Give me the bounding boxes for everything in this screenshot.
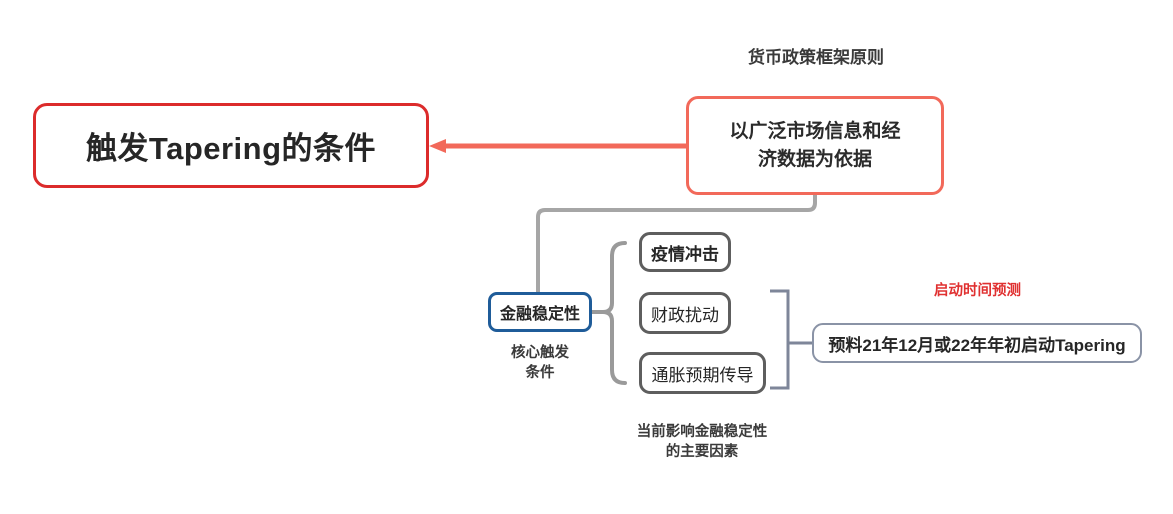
forecast-node[interactable]: 预料21年12月或22年年初启动Tapering [812,323,1142,363]
factor-node-fiscal-disturbance[interactable]: 财政扰动 [639,292,731,334]
bracket-factors-to-forecast [770,289,812,390]
principle-caption: 货币政策框架原则 [748,48,884,67]
financial-stability-caption: 核心触发 条件 [511,345,569,381]
factor-node-inflation-expectation[interactable]: 通胀预期传导 [639,352,766,394]
financial-stability-node[interactable]: 金融稳定性 [488,292,592,332]
root-node[interactable]: 触发Tapering的条件 [33,103,429,188]
connector-principle-to-root [429,139,686,153]
factor-node-epidemic-shock[interactable]: 疫情冲击 [639,232,731,272]
principle-node[interactable]: 以广泛市场信息和经 济数据为依据 [686,96,944,195]
factors-caption: 当前影响金融稳定性 的主要因素 [636,424,768,460]
forecast-caption: 启动时间预测 [934,283,1021,299]
